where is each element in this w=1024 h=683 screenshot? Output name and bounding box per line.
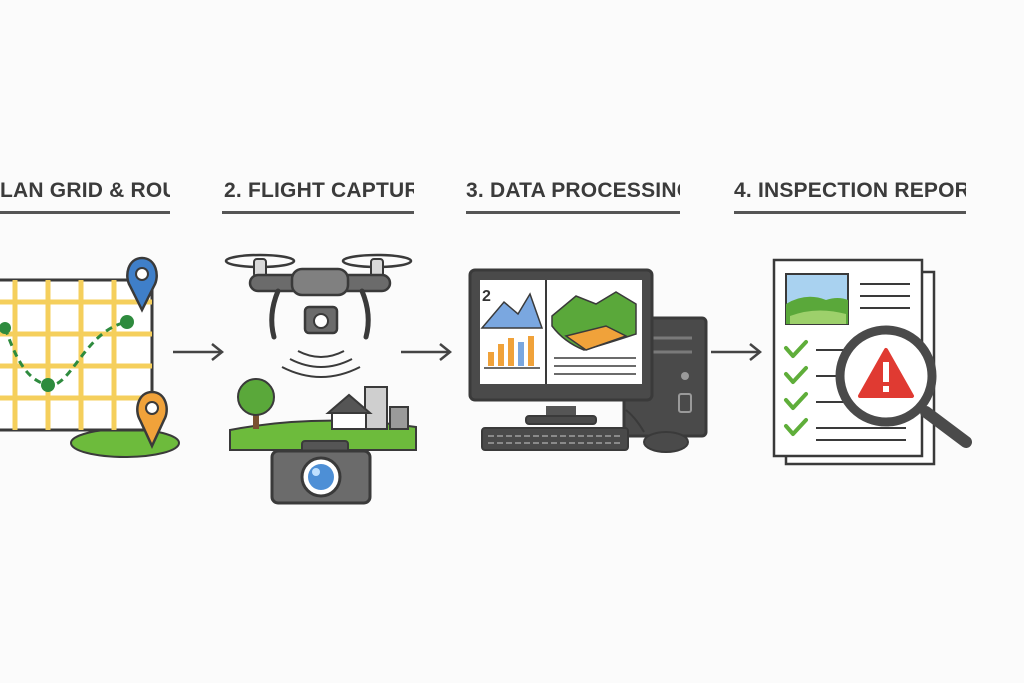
step-2-underline xyxy=(222,211,414,214)
step-4-title: 4. INSPECTION REPORT xyxy=(734,179,966,202)
screen-chart-label: 2 xyxy=(482,288,491,305)
arrow-right-icon xyxy=(173,343,225,361)
step-4-underline xyxy=(734,211,966,214)
step-2-title: 2. FLIGHT CAPTURE xyxy=(224,179,414,202)
drone-camera-landscape-icon xyxy=(224,253,417,505)
step-3-title: 3. DATA PROCESSING xyxy=(466,179,680,202)
arrow-right-icon xyxy=(711,343,763,361)
step-1-title: LAN GRID & ROUTE xyxy=(0,179,170,202)
desktop-computer-icon xyxy=(468,268,708,453)
map-grid-route-icon xyxy=(0,256,180,458)
arrow-right-icon xyxy=(401,343,453,361)
step-3-underline xyxy=(466,211,680,214)
inspection-report-icon xyxy=(772,258,972,466)
step-1-underline xyxy=(0,211,170,214)
